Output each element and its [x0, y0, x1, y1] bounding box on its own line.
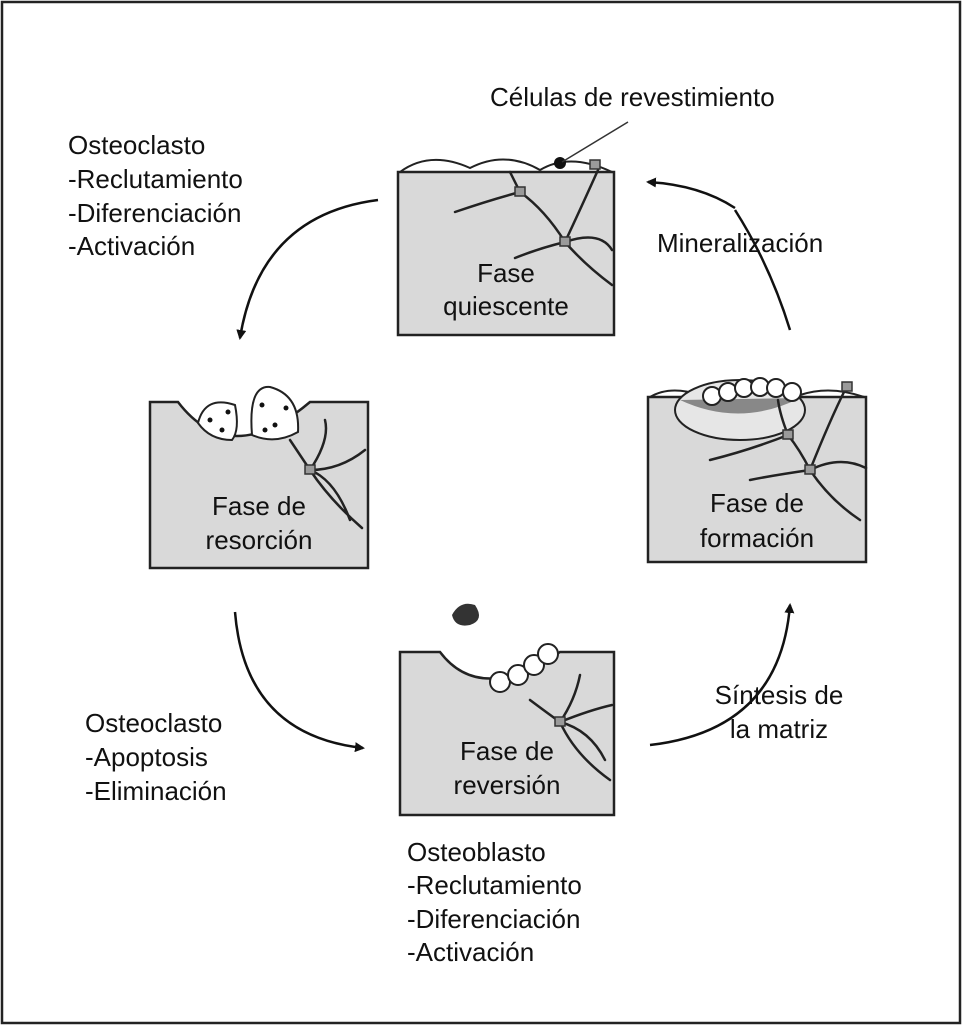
- arrow-to-formation: [649, 603, 795, 747]
- label-line: -Apoptosis: [85, 742, 208, 772]
- osteoblast-row: [702, 377, 802, 406]
- osteoblast-label: Osteoblasto -Reclutamiento -Diferenciaci…: [407, 837, 582, 967]
- resorption-phase-box: Fase de resorción: [148, 385, 370, 570]
- quiescent-phase-box: Fase quiescente: [396, 121, 629, 337]
- phase-label: quiescente: [443, 291, 569, 321]
- phase-label: formación: [700, 523, 814, 553]
- phase-label: resorción: [206, 525, 313, 555]
- phase-label: Fase de: [212, 491, 306, 521]
- phase-label: Fase: [477, 258, 535, 288]
- label-line: Osteoclasto: [68, 130, 205, 160]
- leader-line: [561, 121, 629, 163]
- mineralization-label: Mineralización: [657, 228, 823, 258]
- label-line: -Diferenciación: [68, 198, 241, 228]
- arrow-mineralization-lower: [733, 209, 792, 331]
- osteoclast-top-label: Osteoclasto -Reclutamiento -Diferenciaci…: [68, 130, 243, 261]
- matrix-synthesis-label: Síntesis de la matriz: [715, 680, 844, 744]
- phase-label: Fase de: [460, 736, 554, 766]
- arrow-to-quiescent: [646, 177, 736, 210]
- label-line: -Diferenciación: [407, 904, 580, 934]
- label-line: la matriz: [730, 714, 828, 744]
- phase-label: reversión: [454, 770, 561, 800]
- label-line: Síntesis de: [715, 680, 844, 710]
- label-line: Osteoblasto: [407, 837, 546, 867]
- label-line: -Activación: [407, 937, 534, 967]
- label-line: -Activación: [68, 231, 195, 261]
- osteoclast-bottom-label: Osteoclasto -Apoptosis -Eliminación: [85, 708, 227, 806]
- reversal-phase-box: Fase de reversión: [398, 603, 616, 817]
- phase-label: Fase de: [710, 488, 804, 518]
- lining-cell-marker: [554, 157, 566, 169]
- label-line: -Eliminación: [85, 776, 227, 806]
- arrow-to-reversal: [233, 611, 365, 753]
- label-line: Osteoclasto: [85, 708, 222, 738]
- lining-cells-label: Células de revestimiento: [490, 82, 775, 112]
- label-line: -Reclutamiento: [407, 870, 582, 900]
- apoptotic-osteoclast: [452, 603, 479, 626]
- label-line: -Reclutamiento: [68, 164, 243, 194]
- arrow-to-resorption: [236, 198, 379, 340]
- formation-phase-box: Fase de formación: [646, 377, 868, 564]
